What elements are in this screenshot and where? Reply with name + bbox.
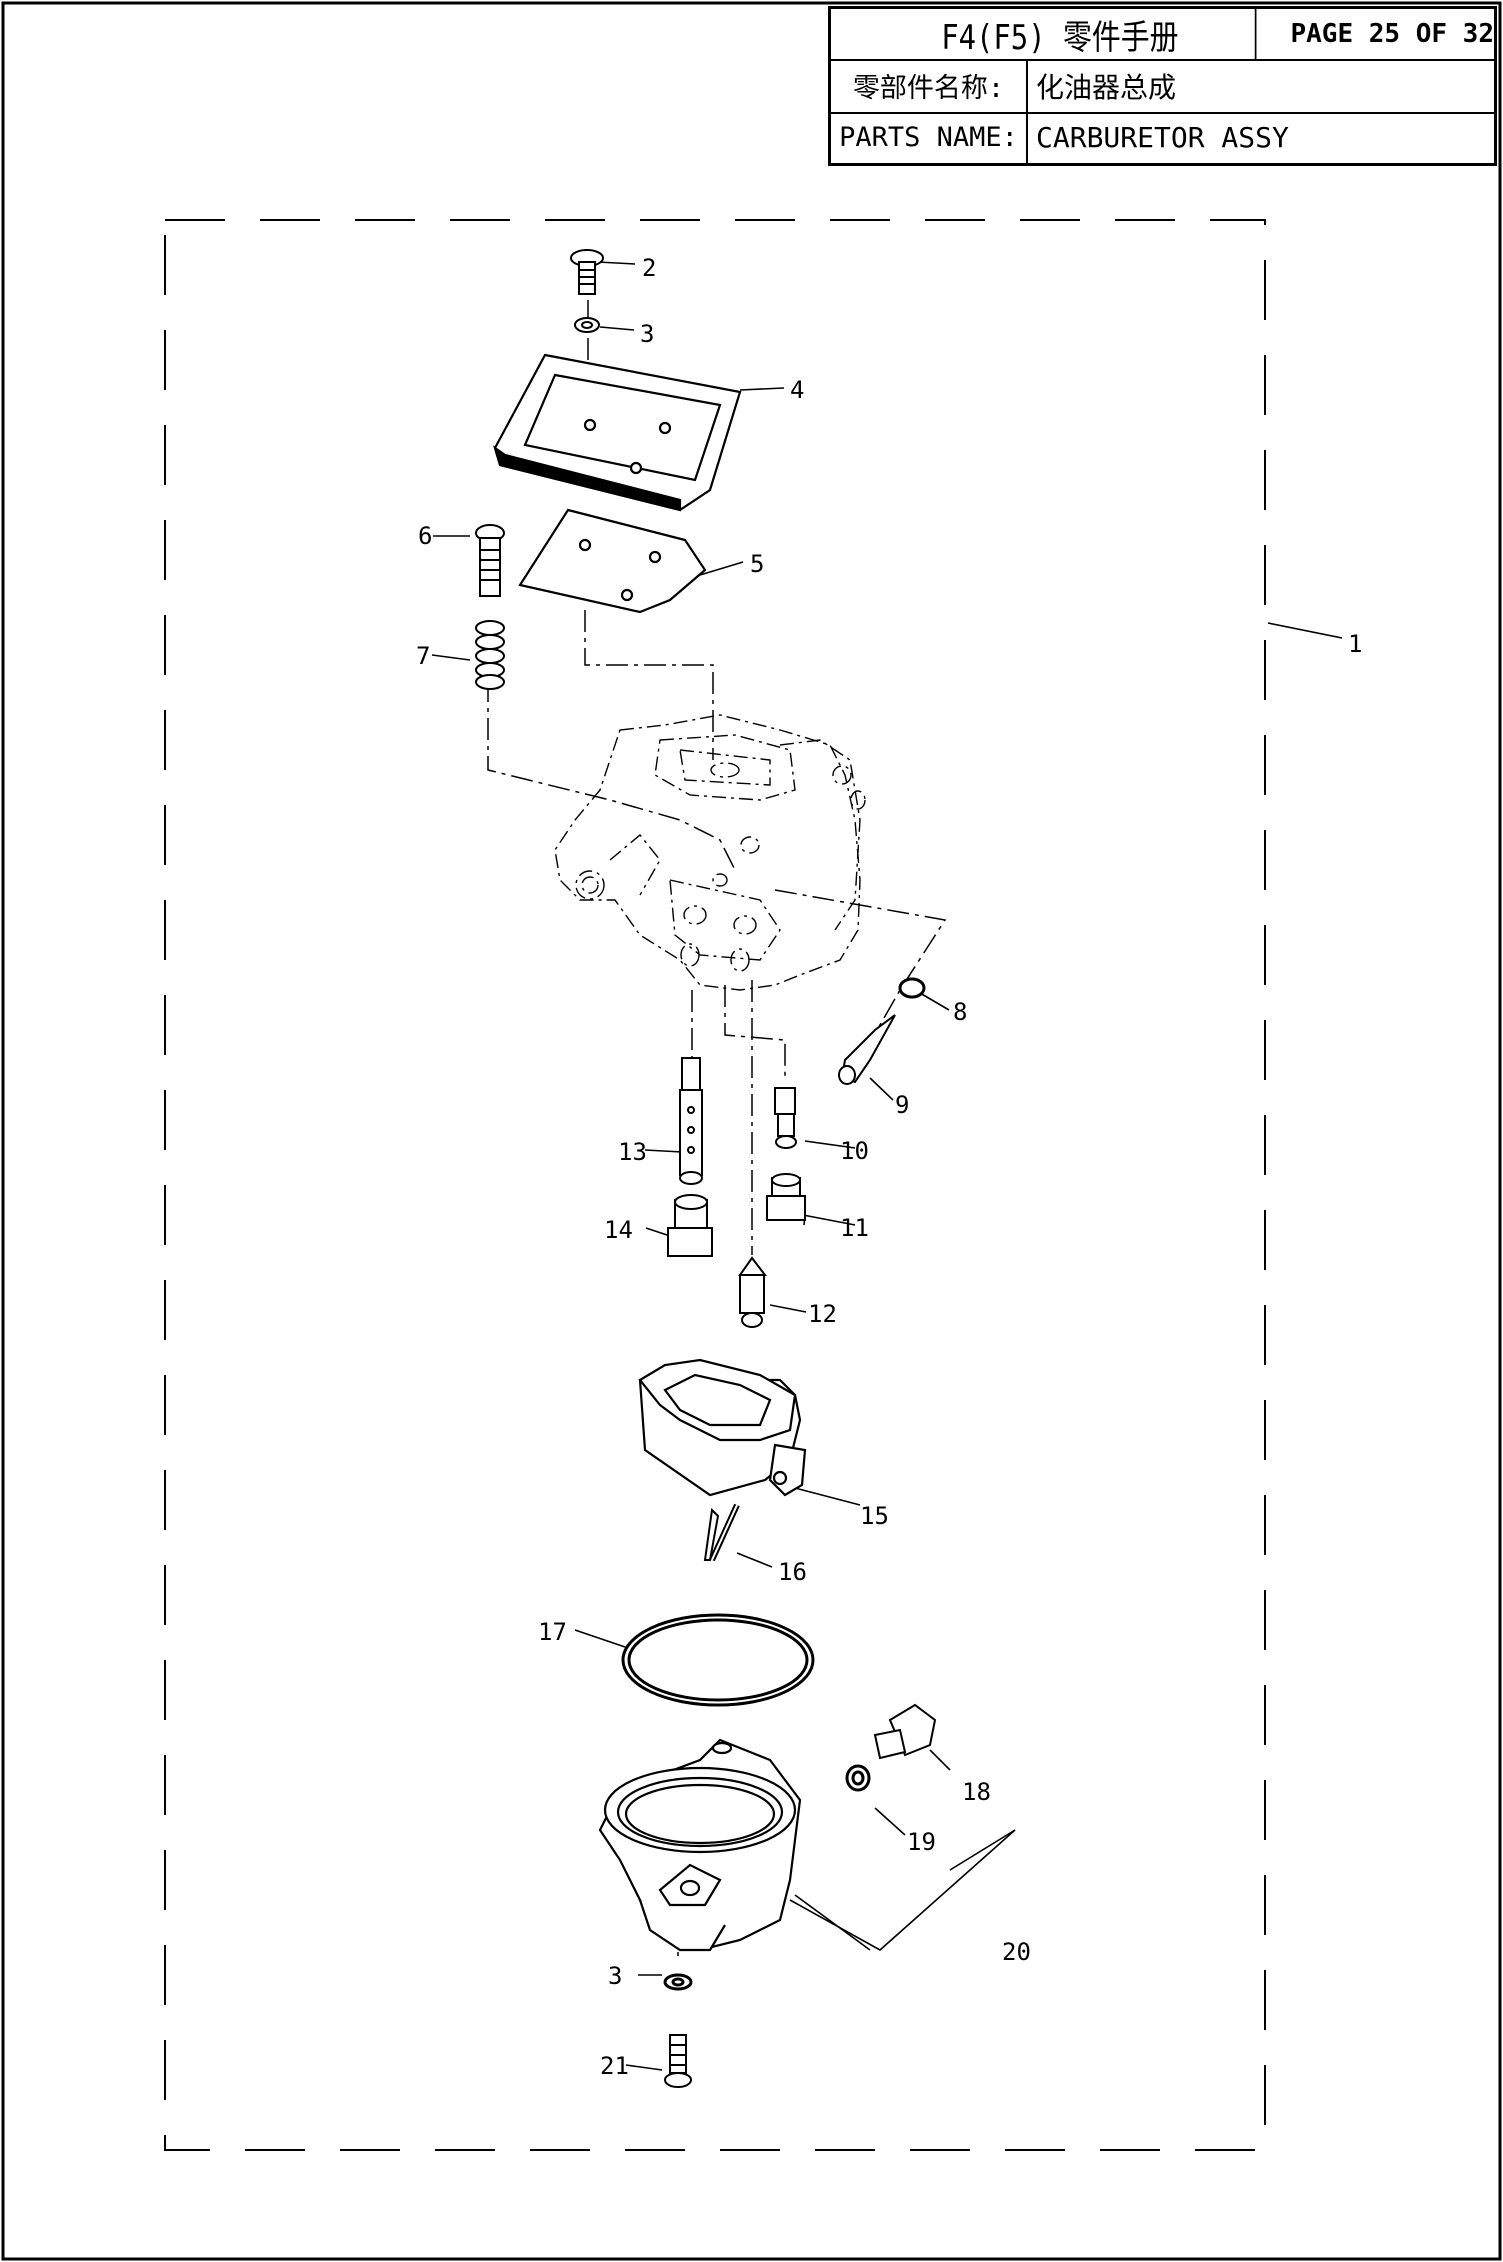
callout-15: 15: [860, 1502, 889, 1530]
carburetor-body-phantom: [554, 714, 866, 991]
part-2-screw: [570, 249, 604, 295]
part-4-cover: [493, 353, 742, 512]
callout-8: 8: [953, 998, 967, 1026]
callout-13: 13: [618, 1138, 647, 1166]
part-21-screw: [664, 2034, 692, 2088]
callout-labels: 1 2 3 4 5 6 7 8 9 10 11 12 13 14 15 16 1…: [416, 254, 1362, 2080]
part-19-washer: [845, 1764, 871, 1792]
callout-7: 7: [416, 642, 430, 670]
part-17-o-ring: [621, 1613, 815, 1707]
assembly-boundary: [164, 219, 1266, 2151]
callout-12: 12: [808, 1300, 837, 1328]
callout-1: 1: [1348, 630, 1362, 658]
part-8-o-ring: [898, 977, 926, 999]
callout-4: 4: [790, 376, 804, 404]
callout-6: 6: [418, 522, 432, 550]
part-11-seat: [766, 1173, 806, 1221]
parts-name-label-cn: 零部件名称:: [831, 59, 1028, 112]
parts-name-value-cn: 化油器总成: [1036, 70, 1177, 104]
callout-9: 9: [895, 1091, 909, 1119]
part-9-needle: [838, 1014, 896, 1085]
parts-name-value-en: CARBURETOR ASSY: [1036, 121, 1289, 154]
callout-3a: 3: [640, 320, 654, 348]
part-5-gasket: [518, 508, 707, 614]
callout-10: 10: [840, 1137, 869, 1165]
part-6-screw: [475, 524, 505, 597]
part-10-jet: [774, 1087, 797, 1149]
part-3-washer-top: [574, 317, 600, 333]
manual-title: F4(F5) 零件手册: [865, 9, 1257, 59]
parts-name-label-en: PARTS NAME:: [831, 112, 1028, 163]
part-12-float-needle: [738, 1256, 768, 1328]
callout-14: 14: [604, 1216, 633, 1244]
callout-5: 5: [750, 550, 764, 578]
callout-18: 18: [962, 1778, 991, 1806]
callout-16: 16: [778, 1558, 807, 1586]
part-18-drain-screw: [873, 1703, 937, 1760]
callout-3b: 3: [608, 1962, 622, 1990]
leader-lines: [431, 261, 1343, 2071]
part-20-float-chamber: [598, 1738, 802, 1952]
callout-20: 20: [1002, 1938, 1031, 1966]
callout-19: 19: [907, 1828, 936, 1856]
callout-11: 11: [840, 1214, 869, 1242]
part-7-spring: [475, 620, 505, 690]
part-14-jet-holder: [667, 1194, 713, 1257]
callout-21: 21: [600, 2052, 629, 2080]
parts-name-en-row: PARTS NAME: CARBURETOR ASSY: [831, 112, 1494, 163]
part-16-pin: [703, 1503, 740, 1562]
page-number: PAGE 25 OF 32: [1290, 19, 1495, 49]
callout-17: 17: [538, 1618, 567, 1646]
part-15-float: [638, 1358, 807, 1497]
part-3-washer-bottom: [663, 1973, 693, 1991]
part-13-emulsion-tube: [679, 1057, 703, 1185]
title-block: F4(F5) 零件手册 PAGE 25 OF 32 零部件名称: 化油器总成 P…: [828, 6, 1497, 166]
callout-2: 2: [642, 254, 656, 282]
title-row: F4(F5) 零件手册 PAGE 25 OF 32: [831, 9, 1494, 61]
parts-name-cn-row: 零部件名称: 化油器总成: [831, 59, 1494, 114]
